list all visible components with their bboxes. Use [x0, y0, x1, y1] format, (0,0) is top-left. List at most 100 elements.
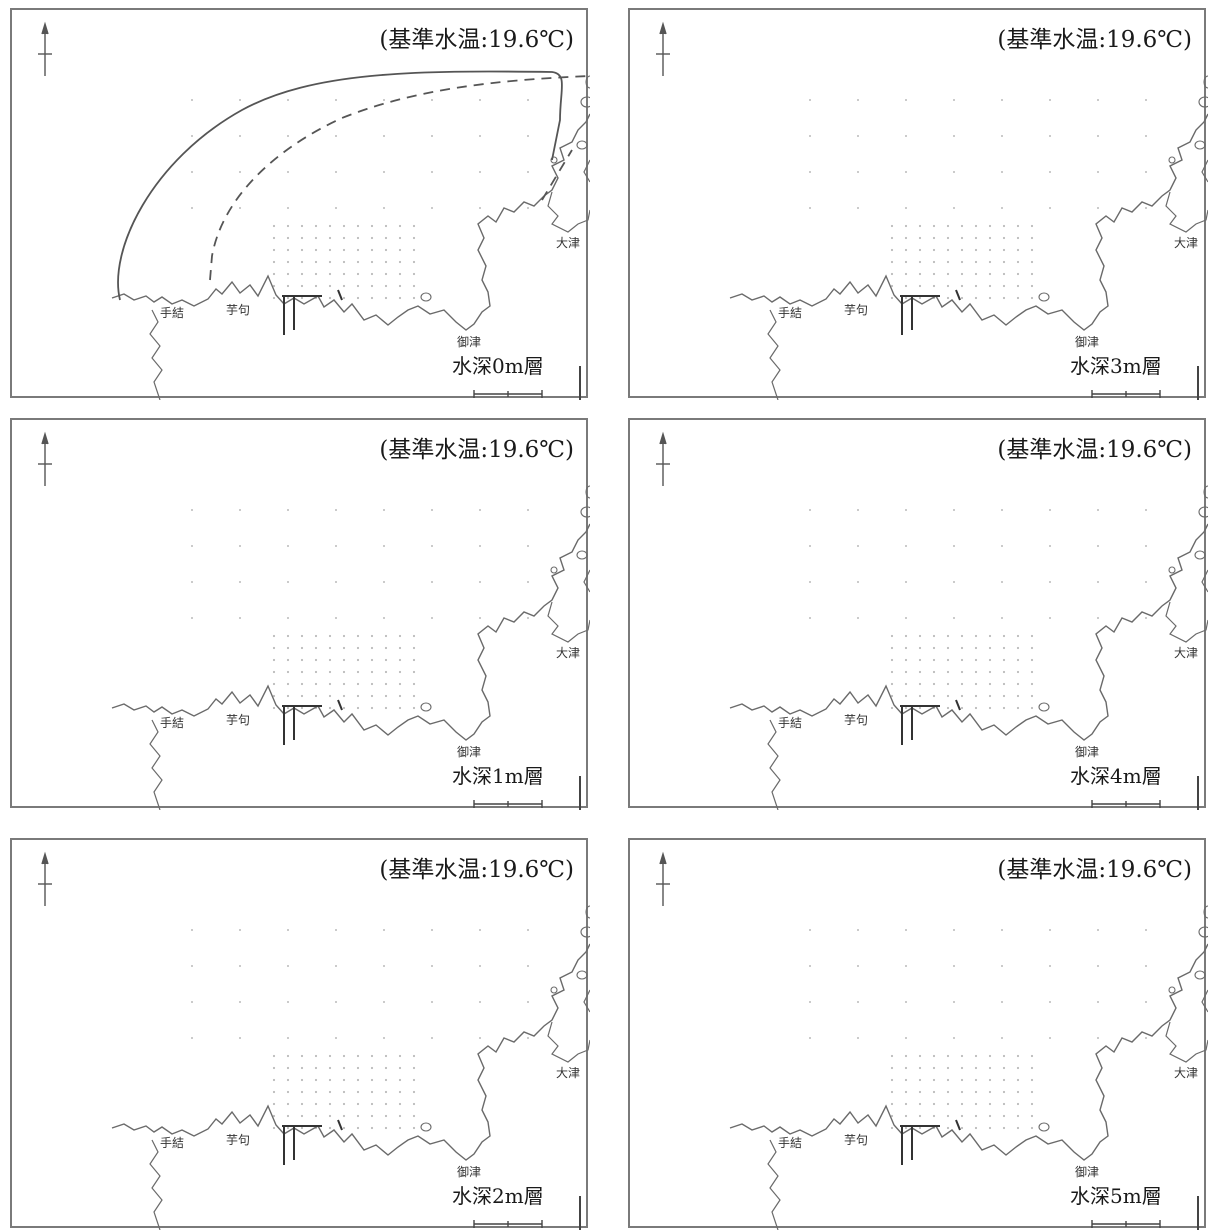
island	[576, 550, 588, 560]
north-arrow-icon	[656, 431, 670, 486]
depth-label: 水深0m層	[452, 354, 544, 378]
panel-title: (基準水温:19.6℃)	[379, 857, 574, 883]
outfall-structure	[282, 289, 343, 335]
coastline-east	[547, 159, 590, 233]
place-otsu: 大津	[556, 1066, 581, 1080]
scale-bar	[1091, 390, 1161, 398]
coastline-south	[767, 1139, 781, 1230]
place-otsu: 大津	[1174, 646, 1199, 660]
map-panel-4m: (基準水温:19.6℃) 手結 芋句 御津 大津 水深4m層	[628, 418, 1208, 810]
plume-contour-dashed	[209, 75, 590, 281]
place-otsu: 大津	[1174, 1066, 1199, 1080]
map-canvas	[656, 21, 1208, 400]
north-arrow-icon	[656, 851, 670, 906]
place-imoku: 芋句	[844, 713, 869, 727]
island	[1038, 1122, 1050, 1132]
island	[580, 926, 590, 938]
island	[585, 75, 590, 89]
map-panel-1m: (基準水温:19.6℃) 手結 芋句 御津 大津 水深1m層	[10, 418, 590, 810]
coastline	[111, 113, 590, 331]
map-panel-3m: (基準水温:19.6℃) 手結 芋句 御津 大津 水深3m層	[628, 8, 1208, 400]
place-teishu: 手結	[160, 306, 185, 320]
place-teishu: 手結	[160, 716, 185, 730]
coastline-east	[1165, 159, 1208, 233]
coastline	[729, 943, 1208, 1161]
coastline-east	[1165, 989, 1208, 1063]
place-mitsu: 御津	[1075, 745, 1100, 759]
grid-dots	[809, 509, 1147, 710]
place-mitsu: 御津	[1075, 1165, 1100, 1179]
map-canvas	[38, 851, 590, 1230]
depth-label: 水深1m層	[452, 764, 544, 788]
island	[1203, 485, 1208, 499]
place-mitsu: 御津	[457, 335, 482, 349]
coastline	[111, 523, 590, 741]
place-otsu: 大津	[1174, 236, 1199, 250]
island	[420, 292, 432, 302]
island	[580, 96, 590, 108]
coastline-east	[1165, 569, 1208, 643]
map-canvas	[38, 431, 590, 810]
north-arrow-icon	[656, 21, 670, 76]
island	[1203, 905, 1208, 919]
place-teishu: 手結	[778, 1136, 803, 1150]
scale-bar	[1091, 800, 1161, 808]
panel-title: (基準水温:19.6℃)	[997, 437, 1192, 463]
island	[1198, 506, 1208, 518]
coastline	[111, 943, 590, 1161]
north-arrow-icon	[38, 431, 52, 486]
grid-dots	[191, 929, 529, 1130]
place-mitsu: 御津	[457, 745, 482, 759]
island	[420, 702, 432, 712]
scale-bar	[473, 390, 543, 398]
map-canvas	[38, 21, 590, 400]
island	[1194, 970, 1206, 980]
island	[1198, 926, 1208, 938]
grid-dots	[809, 99, 1147, 300]
panel-title: (基準水温:19.6℃)	[997, 857, 1192, 883]
outfall-structure	[900, 289, 961, 335]
island	[1038, 292, 1050, 302]
coastline-east	[547, 569, 590, 643]
place-mitsu: 御津	[457, 1165, 482, 1179]
place-mitsu: 御津	[1075, 335, 1100, 349]
grid-dots	[191, 99, 529, 300]
coastline	[729, 113, 1208, 331]
map-panel-2m: (基準水温:19.6℃) 手結 芋句 御津 大津 水深2m層	[10, 838, 590, 1230]
place-otsu: 大津	[556, 646, 581, 660]
coastline-east	[547, 989, 590, 1063]
map-canvas	[656, 851, 1208, 1230]
island	[1168, 566, 1176, 574]
map-canvas	[656, 431, 1208, 810]
coastline-south	[149, 719, 163, 810]
island	[550, 986, 558, 994]
map-panel-0m: (基準水温:19.6℃) 手結 芋句 御津 大津 水深0m層	[10, 8, 590, 400]
grid-dots	[191, 509, 529, 710]
panel-title: (基準水温:19.6℃)	[379, 437, 574, 463]
outfall-structure	[900, 1119, 961, 1165]
island	[585, 905, 590, 919]
panel-title: (基準水温:19.6℃)	[997, 27, 1192, 53]
island	[1168, 986, 1176, 994]
depth-label: 水深4m層	[1070, 764, 1162, 788]
island	[580, 506, 590, 518]
map-panel-5m: (基準水温:19.6℃) 手結 芋句 御津 大津 水深5m層	[628, 838, 1208, 1230]
depth-label: 水深5m層	[1070, 1184, 1162, 1208]
grid-dots	[809, 929, 1147, 1130]
plume-contour-solid	[117, 70, 563, 301]
place-imoku: 芋句	[844, 1133, 869, 1147]
coastline-south	[767, 719, 781, 810]
island	[1194, 140, 1206, 150]
coastline-south	[149, 309, 163, 400]
outfall-structure	[282, 1119, 343, 1165]
island	[550, 156, 558, 164]
outfall-structure	[900, 699, 961, 745]
island	[1038, 702, 1050, 712]
scale-bar	[473, 1220, 543, 1228]
scale-bar	[473, 800, 543, 808]
depth-label: 水深3m層	[1070, 354, 1162, 378]
island	[1168, 156, 1176, 164]
place-imoku: 芋句	[226, 1133, 251, 1147]
place-teishu: 手結	[160, 1136, 185, 1150]
scale-bar	[1091, 1220, 1161, 1228]
